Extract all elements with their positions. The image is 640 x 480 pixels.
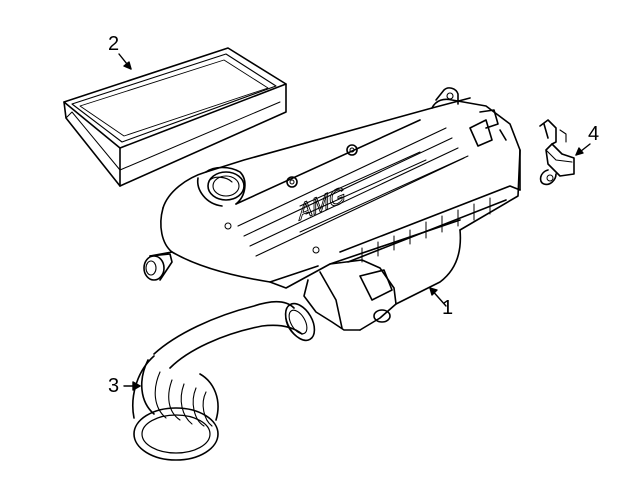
mass-airflow-sensor [539, 119, 575, 186]
housing-logo: AMG [294, 182, 347, 226]
air-cleaner-assembly [143, 87, 521, 331]
callout-3: 3 [108, 375, 120, 397]
leader-arrow-4 [575, 147, 584, 156]
leader-arrow-1 [429, 287, 438, 296]
callout-4: 4 [588, 123, 600, 145]
callout-1: 1 [442, 297, 454, 319]
leader-arrow-3 [132, 381, 141, 391]
air-filter-element [63, 47, 287, 187]
callout-leaders [118, 53, 591, 391]
callout-2: 2 [108, 33, 120, 55]
intake-hose [132, 300, 316, 461]
leader-arrow-2 [123, 61, 132, 70]
